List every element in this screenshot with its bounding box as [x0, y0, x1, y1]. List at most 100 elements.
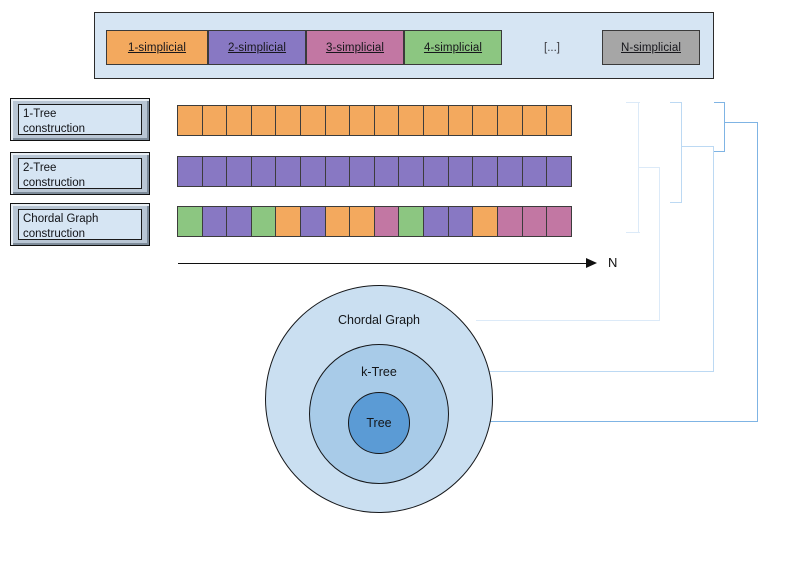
strip-cell	[521, 206, 548, 237]
construction-label-chordal-graph: Chordal Graph construction	[10, 203, 150, 246]
n-axis-line	[178, 263, 588, 264]
strip-cell	[423, 105, 450, 136]
two-tree-strip	[177, 156, 573, 187]
bracket3-spine	[724, 102, 726, 152]
construction-label-1-tree-text: 1-Tree construction	[18, 104, 142, 135]
venn-label-k-tree: k-Tree	[361, 365, 397, 379]
legend-chip-row: 1-simplicial 2-simplicial 3-simplicial 4-si…	[106, 30, 700, 65]
construction-label-2-tree: 2-Tree construction	[10, 152, 150, 195]
legend-chip-1-simplicial[interactable]: 1-simplicial	[106, 30, 208, 65]
strip-cell	[423, 206, 450, 237]
connector-ktree-horizontal	[437, 371, 714, 373]
strip-cell	[496, 156, 523, 187]
strip-cell	[398, 105, 425, 136]
chordal-graph-strip	[177, 206, 573, 237]
connector-ktree-vertical	[713, 146, 715, 372]
connector-chordal-vertical	[659, 167, 661, 321]
construction-label-line2: construction	[23, 123, 86, 135]
construction-label-2-tree-text: 2-Tree construction	[18, 158, 142, 189]
one-tree-strip	[177, 105, 573, 136]
strip-cell	[373, 105, 400, 136]
strip-cell	[472, 156, 499, 187]
strip-cell	[373, 156, 400, 187]
simplicial-legend-panel: 1-simplicial 2-simplicial 3-simplicial 4-si…	[94, 12, 714, 79]
bracket2-top-tick	[670, 102, 682, 104]
strip-cell	[521, 105, 548, 136]
n-axis-label: N	[608, 255, 618, 270]
bracket2-spine	[681, 102, 683, 203]
strip-cell	[275, 206, 302, 237]
strip-cell	[226, 156, 253, 187]
bracket1-stem	[638, 167, 660, 169]
strip-cell	[226, 206, 253, 237]
venn-label-tree: Tree	[366, 416, 392, 430]
strip-cell	[300, 206, 327, 237]
strip-cell	[398, 156, 425, 187]
strip-cell	[472, 105, 499, 136]
strip-cell	[300, 105, 327, 136]
connector-chordal-horizontal	[476, 320, 660, 322]
strip-cell	[546, 156, 573, 187]
strip-cell	[472, 206, 499, 237]
strip-cell	[177, 156, 203, 187]
legend-chip-4-simplicial[interactable]: 4-simplicial	[404, 30, 502, 65]
strip-cell	[447, 156, 474, 187]
strip-cell	[521, 156, 548, 187]
strip-cell	[546, 206, 573, 237]
strip-cell	[496, 105, 523, 136]
bracket1-top-tick	[626, 102, 640, 104]
legend-ellipsis: [...]	[544, 41, 560, 54]
legend-chip-label: 2-simplicial	[227, 41, 287, 54]
construction-label-line1: 2-Tree	[23, 162, 57, 174]
strip-cell	[349, 156, 376, 187]
legend-chip-2-simplicial[interactable]: 2-simplicial	[208, 30, 306, 65]
construction-label-line1: 1-Tree	[23, 108, 57, 120]
strip-cell	[250, 206, 277, 237]
strip-cell	[201, 156, 228, 187]
construction-label-line2: construction	[23, 177, 86, 189]
strip-cell	[201, 105, 228, 136]
venn-circle-tree	[348, 392, 410, 454]
strip-cell	[349, 105, 376, 136]
n-axis-arrowhead	[586, 258, 597, 268]
construction-label-line2: construction	[23, 228, 86, 240]
strip-cell	[349, 206, 376, 237]
construction-label-1-tree: 1-Tree construction	[10, 98, 150, 141]
strip-cell	[250, 105, 277, 136]
bracket2-bottom-tick	[670, 202, 682, 204]
strip-cell	[226, 105, 253, 136]
bracket3-stem	[724, 122, 758, 124]
bracket1-bottom-tick	[626, 232, 640, 234]
strip-cell	[177, 105, 203, 136]
strip-cell	[275, 105, 302, 136]
legend-chip-3-simplicial[interactable]: 3-simplicial	[306, 30, 404, 65]
strip-cell	[177, 206, 203, 237]
strip-cell	[447, 206, 474, 237]
strip-cell	[447, 105, 474, 136]
connector-tree-horizontal	[402, 421, 758, 423]
bracket3-top-tick	[714, 102, 725, 104]
legend-chip-label: 3-simplicial	[325, 41, 385, 54]
legend-chip-label: N-simplicial	[621, 41, 681, 54]
strip-cell	[324, 105, 351, 136]
construction-label-line1: Chordal Graph	[23, 213, 99, 225]
strip-cell	[373, 206, 400, 237]
strip-cell	[324, 206, 351, 237]
strip-cell	[275, 156, 302, 187]
venn-label-chordal-graph: Chordal Graph	[338, 313, 420, 327]
connector-tree-vertical	[757, 122, 759, 422]
strip-cell	[398, 206, 425, 237]
strip-cell	[300, 156, 327, 187]
legend-chip-label: 4-simplicial	[423, 41, 483, 54]
strip-cell	[201, 206, 228, 237]
strip-cell	[250, 156, 277, 187]
strip-cell	[496, 206, 523, 237]
strip-cell	[423, 156, 450, 187]
strip-cell	[546, 105, 573, 136]
legend-chip-label: 1-simplicial	[127, 41, 187, 54]
legend-chip-n-simplicial[interactable]: N-simplicial	[602, 30, 700, 65]
strip-cell	[324, 156, 351, 187]
bracket2-stem	[681, 146, 714, 148]
construction-label-chordal-graph-text: Chordal Graph construction	[18, 209, 142, 240]
